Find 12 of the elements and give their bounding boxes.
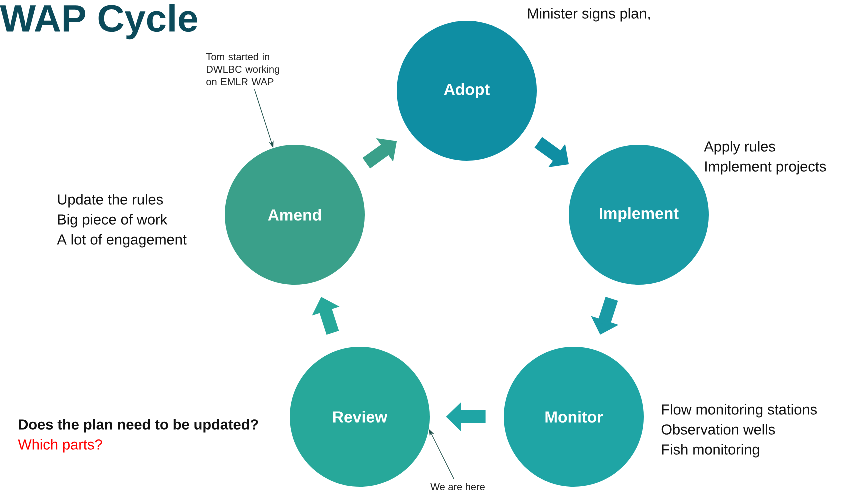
note-text: We are here <box>430 483 485 491</box>
annotation-text: Update the rules <box>58 194 164 208</box>
annotation-text: Which parts? <box>18 439 102 453</box>
annotation-text: Minister signs plan, <box>528 8 650 22</box>
annotation-text: Does the plan need to be updated? <box>19 419 258 433</box>
annotation-text: A lot of engagement <box>57 234 187 248</box>
annotation-text: Big piece of work <box>58 214 168 228</box>
title: WAP Cycle <box>0 4 198 40</box>
annotation-text: Fish monitoring <box>662 444 760 458</box>
annotation-text: Observation wells <box>662 424 776 435</box>
note-text: Tom started in DWLBC working on EMLR WAP <box>206 53 280 86</box>
annotation-text: Flow monitoring stations <box>662 404 817 418</box>
